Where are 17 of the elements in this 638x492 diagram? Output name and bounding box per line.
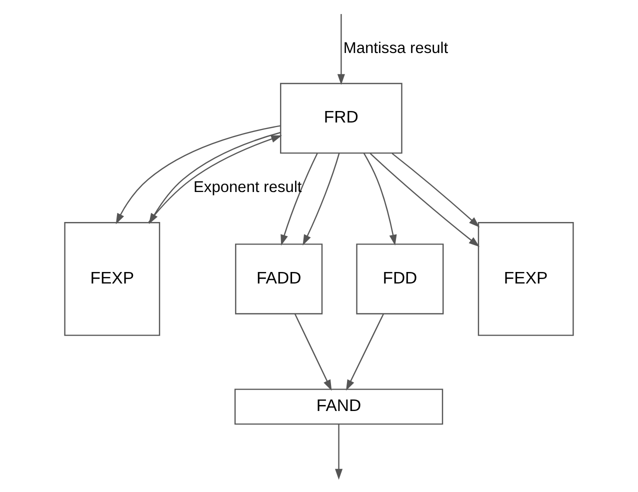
node-box: FDD (356, 244, 444, 314)
node-box: FEXP (478, 222, 574, 336)
arrow (392, 152, 480, 228)
arrow (337, 14, 345, 85)
arrow (370, 153, 480, 247)
node-box: FADD (235, 244, 323, 314)
arrow (363, 152, 397, 246)
arrow (335, 424, 343, 480)
arrow (346, 313, 384, 391)
arrow (280, 153, 318, 246)
node-box: FAND (234, 388, 444, 425)
arrow (302, 153, 340, 246)
node-box: FEXP (64, 222, 160, 336)
edge-label: Exponent result (194, 178, 302, 196)
edge-label: Mantissa result (343, 40, 448, 57)
node-box: FRD (280, 82, 402, 154)
arrow (294, 314, 332, 391)
